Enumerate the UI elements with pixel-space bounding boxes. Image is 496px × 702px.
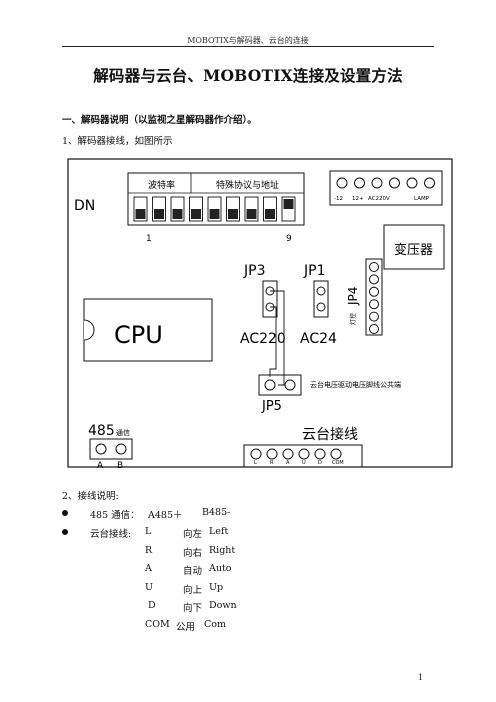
power-terminal-screw [354,177,365,189]
dip-switch [133,196,148,222]
command-code: L [145,526,152,537]
command-code: U [145,581,154,593]
jp4-pin [369,299,379,310]
ptz-terminal-block [243,444,363,468]
command-chinese: 向右 [183,547,203,559]
terminal-label-plus12: 12+ [352,196,364,202]
jp4-header [365,258,383,336]
dip-switch [263,196,277,222]
paragraph-wiring-intro: 1、解码器接线，如图所示 [62,136,173,147]
command-chinese: 自动 [183,566,203,577]
ptz-pin-d: D [318,460,322,466]
command-english: Right [209,544,236,556]
dip-end-number: 9 [286,234,292,244]
rs485-label: 485 [88,423,115,439]
power-terminal-screw [336,177,348,189]
power-terminal-screw [389,177,400,189]
page-header: MOBOTIX与解码器、云台的连接 [187,36,309,45]
command-english: Down [209,600,237,611]
command-chinese: 向下 [183,603,203,614]
header-rule [62,46,434,47]
transformer-label: 变压器 [394,242,433,258]
jp4-side-label: 灯控 [349,313,357,325]
rs485-pin-b: B [117,461,123,471]
rs485-pin-a: A [97,461,104,471]
dip-group-baud: 波特率 [148,179,175,191]
command-english: Up [209,581,224,593]
dip-switch [207,196,222,222]
jp4-label: JP4 [346,287,360,306]
cpu-label: CPU [114,321,163,349]
rs485-terminal [89,438,133,460]
jp4-pin [369,286,379,297]
command-english: Com [204,618,226,630]
dip-switch-block [127,172,305,226]
command-code: A [145,563,152,574]
command-chinese: 公用 [176,621,196,633]
rs485-side-label: 通信 [116,428,130,437]
jp4-pin [369,324,379,334]
rs485-a-value: A485＋ [148,510,183,521]
ptz-terminal-screw [314,448,326,460]
ac24-label: AC24 [300,331,337,347]
bullet-dot-icon [62,529,68,535]
command-code: COM [145,618,170,630]
jp5-note: 云台电压驱动电压脚线公共端 [310,380,401,389]
command-chinese: 向左 [183,529,203,540]
dip-switch [189,196,203,222]
terminal-label-lamp: LAMP [414,196,430,202]
terminal-label-ac220v: AC220V [368,196,390,202]
transformer-box [383,224,445,270]
jp5-label: JP5 [261,399,282,414]
dip-switch [226,196,240,222]
bullet-dot-icon [62,510,68,516]
jp3-label: JP3 [243,263,265,279]
ptz-pin-r: R [270,460,274,466]
command-english: Left [209,526,229,537]
ptz-title: 云台接线 [302,426,358,443]
dip-group-protocol: 特殊协议与地址 [216,179,279,191]
ptz-pin-com: COM [332,460,344,466]
rs485-wiring-label: 485 通信： [90,510,140,521]
ptz-terminal-screw [266,448,278,460]
ptz-pin-u: U [302,460,306,466]
ptz-wiring-label: 云台接线: [90,529,132,540]
jp3-header [262,280,278,318]
terminal-label-minus12: -12 [334,196,343,202]
dip-switch [244,196,259,222]
decoder-board-figure: DN 波特率 特殊协议与地址 1 9 -12 12+ AC220V LAMP 变… [64,155,456,471]
ptz-pin-l: L [254,460,257,466]
command-english: Auto [209,563,232,574]
dip-on-label: DN [74,198,95,214]
ac220-label: AC220 [240,331,286,347]
command-code: R [145,544,153,556]
jp4-pin [369,311,379,322]
ptz-terminal-screw [250,448,262,460]
dip-switch [152,196,166,222]
dip-switch [170,196,185,222]
jp1-header [313,280,329,318]
command-chinese: 向上 [183,584,203,596]
power-terminal-screw [406,177,418,189]
power-terminal-screw [371,177,383,189]
dip-switch [281,196,296,222]
ptz-terminal-screw [298,448,310,460]
document-title: 解码器与云台、MOBOTIX连接及设置方法 [93,66,403,85]
rs485-b-value: B485- [202,507,231,518]
ptz-terminal-screw [282,448,294,460]
command-code: D [148,600,156,611]
page-number: 1 [418,673,424,682]
jp1-label: JP1 [303,263,325,279]
dip-start-number: 1 [146,234,152,244]
jp4-pin [369,262,379,272]
ptz-pin-a: A [286,460,290,466]
paragraph-wiring-notes: 2、接线说明: [62,491,119,502]
power-terminal-screw [424,177,435,189]
ptz-terminal-screw [330,448,342,460]
section-heading: 一、解码器说明（以监视之星解码器作介绍）。 [62,115,257,126]
jp5-header [258,374,302,396]
power-terminal-block [329,170,443,206]
jp4-pin [369,274,379,285]
